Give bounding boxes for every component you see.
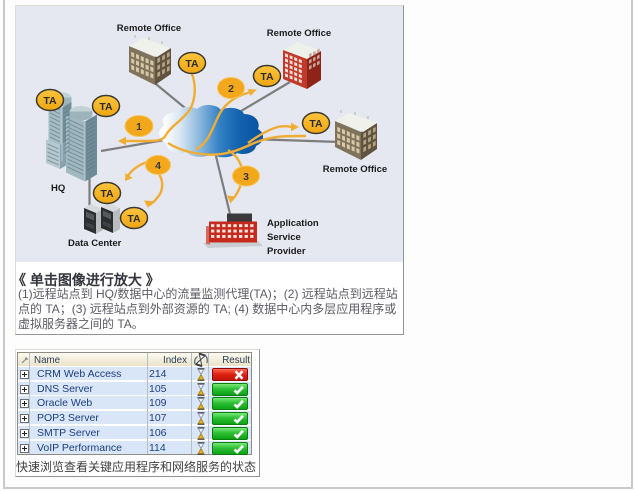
svg-text:3: 3 bbox=[243, 171, 249, 183]
svg-text:Provider: Provider bbox=[267, 246, 306, 257]
svg-text:2: 2 bbox=[228, 83, 234, 95]
svg-text:1: 1 bbox=[136, 121, 142, 133]
svg-text:Remote Office: Remote Office bbox=[267, 28, 331, 39]
svg-text:HQ: HQ bbox=[51, 183, 65, 194]
svg-text:Application: Application bbox=[267, 218, 319, 229]
svg-text:Service: Service bbox=[267, 232, 301, 243]
svg-text:Remote Office: Remote Office bbox=[117, 23, 181, 34]
svg-text:Data Center: Data Center bbox=[68, 238, 122, 249]
svg-text:Remote Office: Remote Office bbox=[323, 164, 387, 175]
svg-text:4: 4 bbox=[155, 160, 161, 172]
